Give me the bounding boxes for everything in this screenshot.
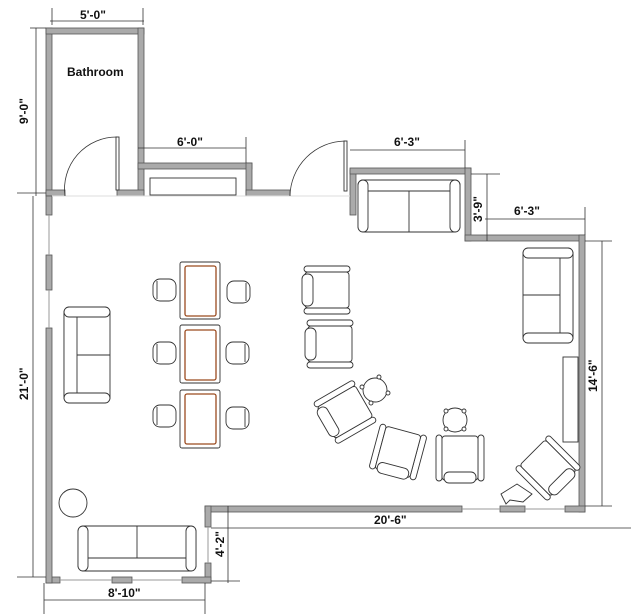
dim-closet-width: 6'-0" xyxy=(177,135,203,149)
dim-bottom-left-width: 8'-10" xyxy=(108,586,141,600)
dimension-lines xyxy=(17,8,631,614)
room-label-bathroom: Bathroom xyxy=(67,65,124,79)
dining-chair xyxy=(152,341,177,365)
dining-table xyxy=(179,389,221,449)
dining-table xyxy=(179,261,221,320)
dining-chair xyxy=(152,278,177,302)
dining-chair xyxy=(225,406,250,430)
armchair xyxy=(367,423,428,483)
bathroom-door xyxy=(64,136,120,197)
dim-right-top-width: 6'-3" xyxy=(514,204,540,218)
dining-chair xyxy=(152,404,177,428)
armchair xyxy=(301,265,351,315)
dim-step-height: 3'-9" xyxy=(471,196,485,222)
entry-door xyxy=(289,140,348,197)
dim-bottom-step-height: 4'-2" xyxy=(213,531,227,557)
sofa-left xyxy=(63,306,111,404)
dim-bath-width: 5'-0" xyxy=(80,8,106,22)
dining-table xyxy=(179,324,221,384)
corner-table xyxy=(500,483,533,505)
dim-bottom-right-width: 20'-6" xyxy=(374,513,407,527)
dim-right-height: 14'-6" xyxy=(586,359,600,392)
closet-cabinet xyxy=(149,177,237,196)
sofa-top xyxy=(357,179,461,233)
dining-chair xyxy=(225,341,250,365)
tv-console xyxy=(562,356,579,443)
side-table xyxy=(442,407,468,433)
dining-chair xyxy=(226,280,251,304)
round-table xyxy=(58,488,88,518)
armchair xyxy=(435,434,485,484)
dim-left-height: 21'-0" xyxy=(17,367,31,400)
dim-alcove-width: 6'-3" xyxy=(394,135,420,149)
sofa-right xyxy=(522,247,574,344)
dim-bath-height: 9'-0" xyxy=(17,98,31,124)
side-table xyxy=(359,374,391,406)
sofa-bottom xyxy=(77,525,197,572)
armchair xyxy=(304,319,354,369)
